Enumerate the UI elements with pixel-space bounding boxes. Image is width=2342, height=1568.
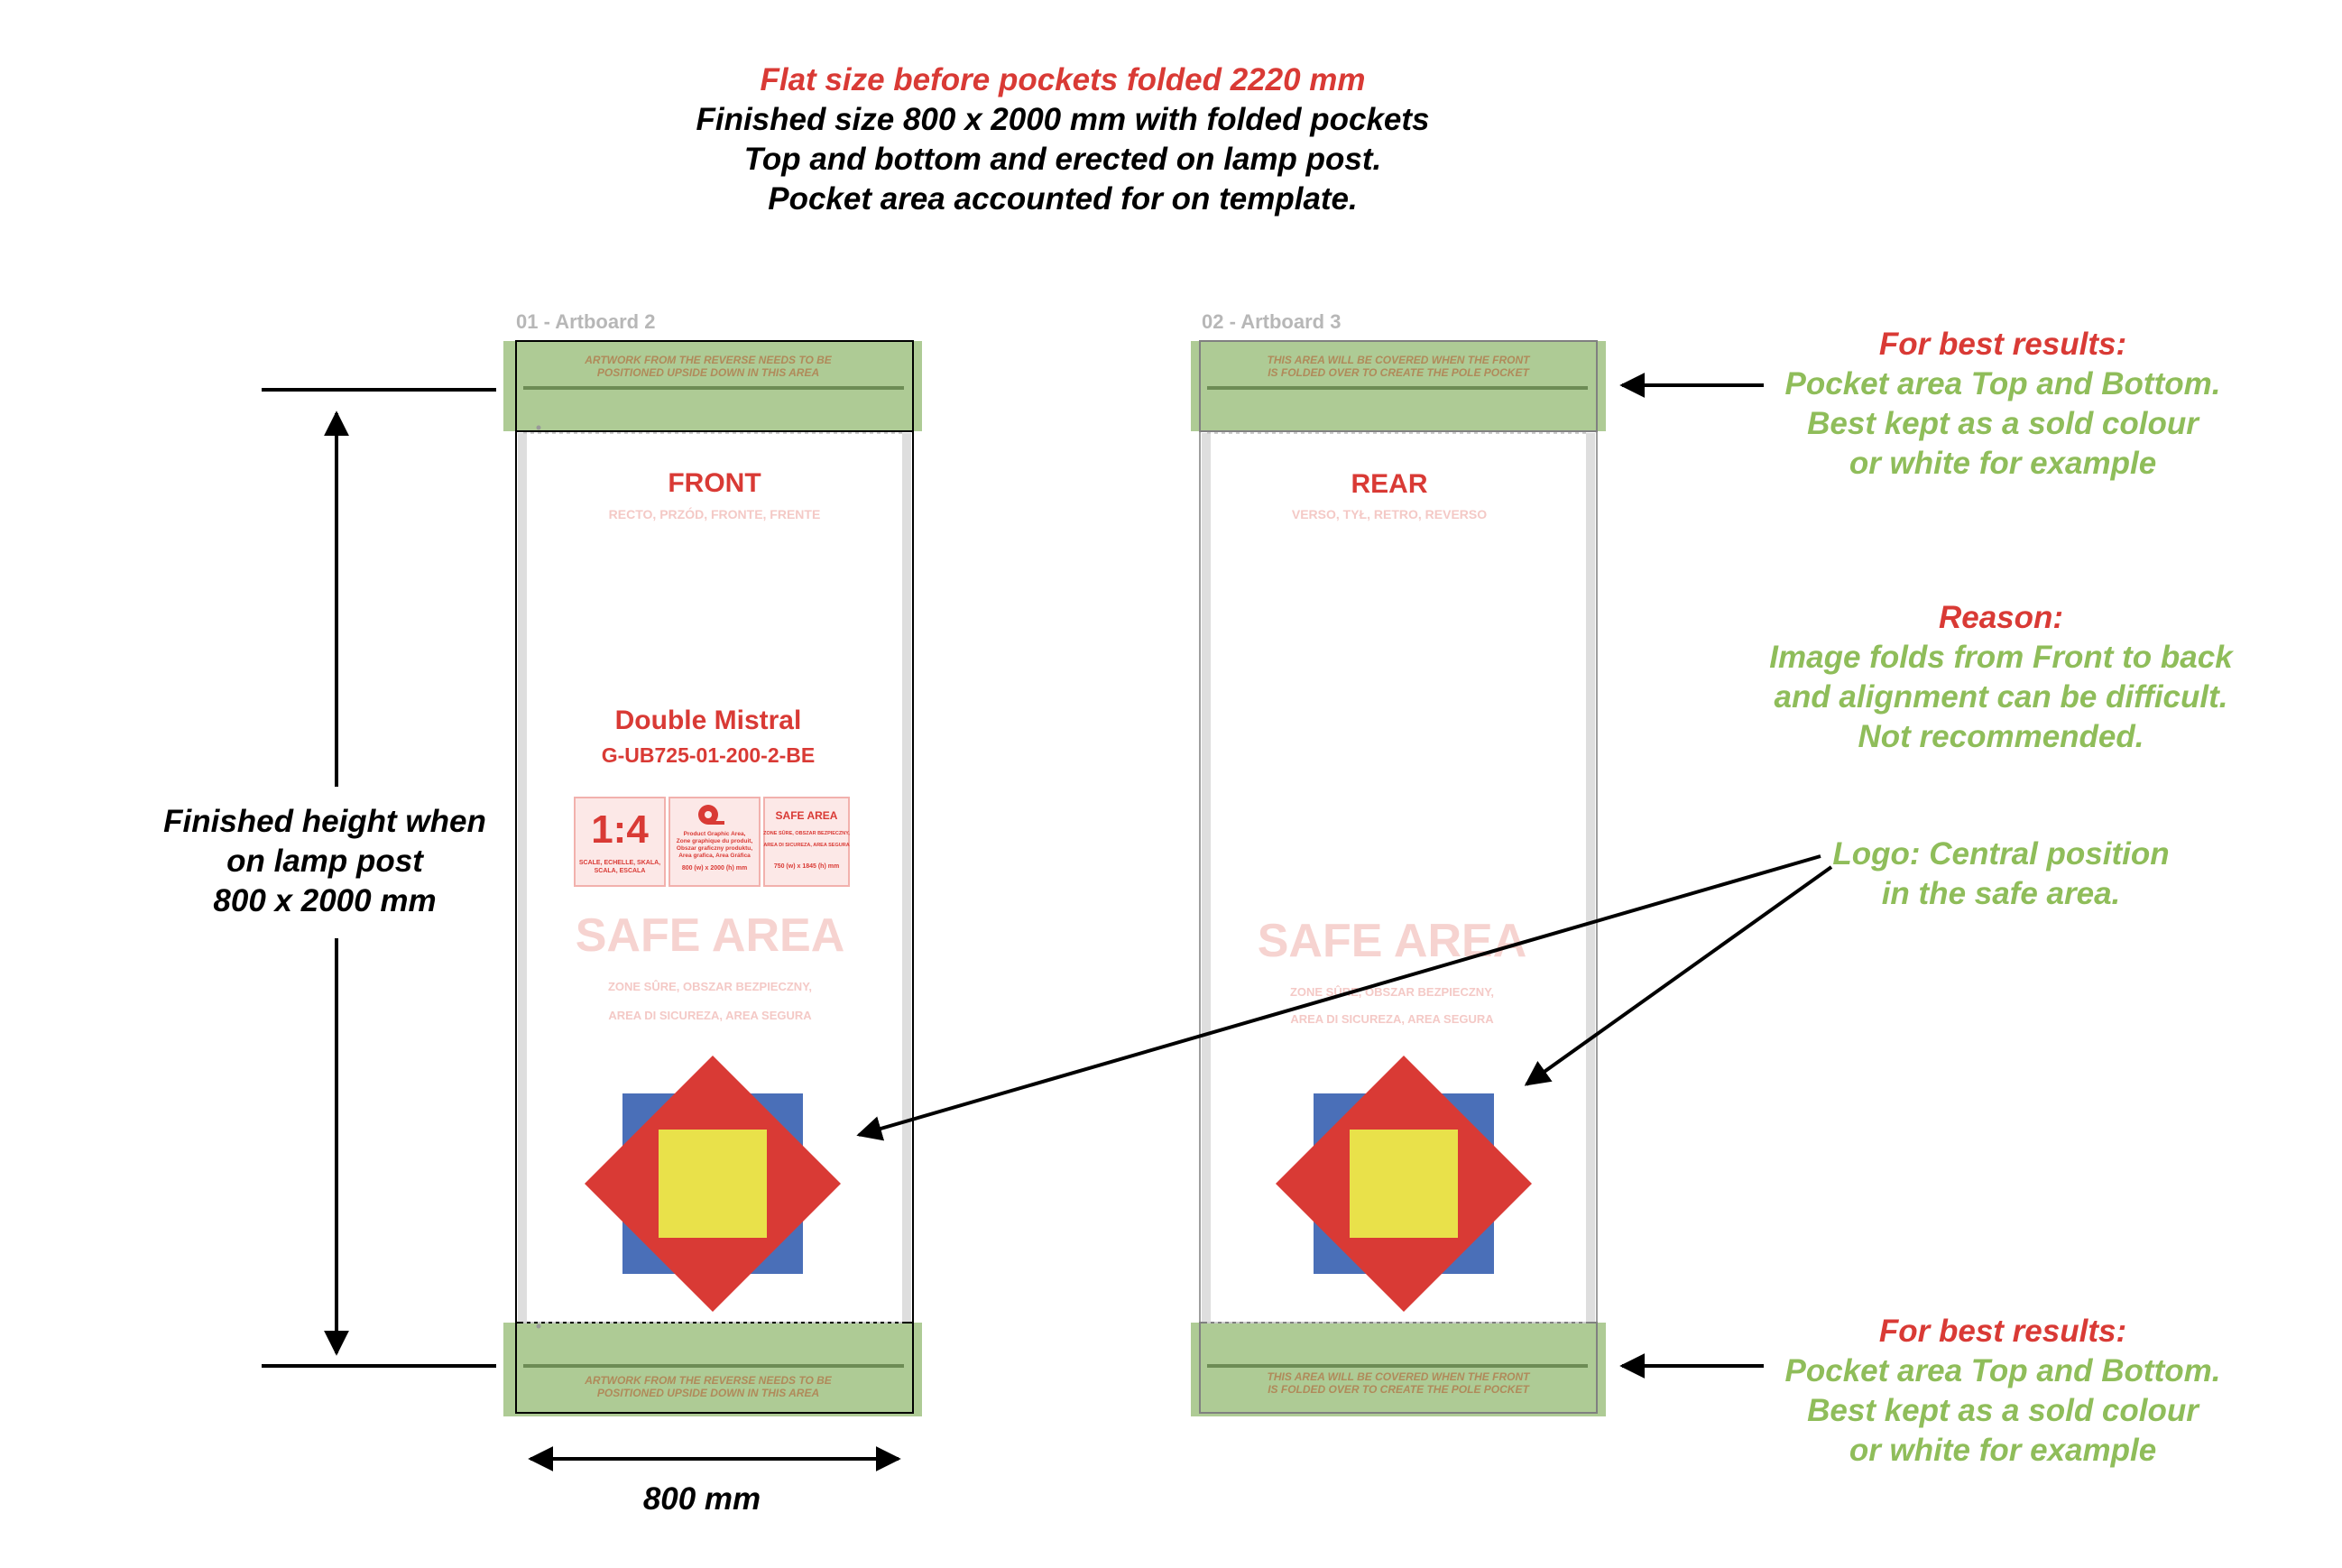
bottom-best-line-3: or white for example (1849, 1433, 2156, 1468)
front-subtitle: RECTO, PRZÓD, FRONTE, FRENTE (609, 506, 821, 521)
logo-line-2: in the safe area. (1882, 876, 2121, 911)
rear-bottom-pocket-note-1: THIS AREA WILL BE COVERED WHEN THE FRONT (1268, 1370, 1532, 1383)
header-flat-size: Flat size before pockets folded 2220 mm (760, 62, 1365, 97)
safe-box-text-2: AREA DI SICUREZA, AREA SEGURA (763, 843, 849, 848)
safe-box-size: 750 (w) x 1845 (h) mm (774, 863, 839, 870)
top-best-results-note: For best results: Pocket area Top and Bo… (1785, 327, 2221, 481)
height-label-1: Finished height when (163, 804, 486, 839)
scale-text-1: SCALE, ECHELLE, SKALA, (579, 860, 660, 866)
front-safe-area-sub-1: ZONE SÛRE, OBSZAR BEZPIECZNY, (608, 980, 812, 993)
width-dimension: 800 mm (528, 1446, 901, 1517)
bottom-best-line-2: Best kept as a sold colour (1807, 1393, 2200, 1428)
front-logo-yellow-square (659, 1130, 767, 1238)
product-name: Double Mistral (615, 706, 802, 735)
rear-safe-area: SAFE AREA (1258, 915, 1527, 967)
height-label-3: 800 x 2000 mm (213, 883, 436, 918)
safe-box-text-1: ZONE SÛRE, OBSZAR BEZPIECZNY, (763, 830, 850, 836)
rear-bleed-left (1202, 433, 1211, 1324)
top-best-line-3: or white for example (1849, 446, 2156, 481)
front-bottom-pocket-note-2: POSITIONED UPSIDE DOWN IN THIS AREA (597, 1387, 819, 1399)
rear-subtitle: VERSO, TYŁ, RETRO, REVERSO (1292, 507, 1487, 521)
front-logo-pointer-arrow (856, 854, 1821, 1141)
front-artboard: ARTWORK FROM THE REVERSE NEEDS TO BE POS… (503, 340, 922, 1416)
safe-box-title: SAFE AREA (776, 809, 838, 822)
front-top-pocket-note-2: POSITIONED UPSIDE DOWN IN THIS AREA (597, 366, 819, 379)
width-label: 800 mm (643, 1481, 761, 1517)
graphic-text-3: Obszar graficzny produktu, (677, 845, 752, 852)
rear-artboard: THIS AREA WILL BE COVERED WHEN THE FRONT… (1191, 340, 1606, 1416)
reason-line-2: and alignment can be difficult. (1774, 679, 2227, 715)
logo-line-1: Logo: Central position (1832, 836, 2169, 872)
reason-line-1: Image folds from Front to back (1769, 640, 2234, 675)
front-registration-mark-top (536, 425, 541, 430)
front-bleed-right (902, 433, 911, 1324)
reason-line-3: Not recommended. (1858, 719, 2144, 754)
graphic-text-4: Area grafica, Area Gráfica (678, 853, 751, 859)
scale-text-2: SCALA, ESCALA (595, 868, 646, 874)
rear-top-pocket-frame (1199, 340, 1598, 432)
graphic-size: 800 (w) x 2000 (h) mm (682, 865, 747, 872)
rear-bottom-pocket-note-2: IS FOLDED OVER TO CREATE THE POLE POCKET (1268, 1383, 1530, 1396)
header-finished-size: Finished size 800 x 2000 mm with folded … (696, 102, 1429, 137)
rear-safe-area-sub-1: ZONE SÛRE, OBSZAR BEZPIECZNY, (1290, 985, 1494, 999)
rear-top-pocket-note-1: THIS AREA WILL BE COVERED WHEN THE FRONT (1268, 354, 1532, 366)
logo-note: Logo: Central position in the safe area. (1832, 836, 2169, 911)
front-registration-mark-bottom (536, 1324, 541, 1329)
scale-value: 1:4 (591, 807, 649, 852)
top-best-line-1: Pocket area Top and Bottom. (1785, 366, 2221, 401)
bottom-best-line-1: Pocket area Top and Bottom. (1785, 1353, 2221, 1388)
graphic-text-1: Product Graphic Area, (684, 831, 746, 837)
rear-bottom-pocket (1191, 1323, 1606, 1416)
front-logo (585, 1056, 841, 1312)
scale-box: 1:4 SCALE, ECHELLE, SKALA, SCALA, ESCALA (574, 797, 666, 887)
front-top-pocket-note-1: ARTWORK FROM THE REVERSE NEEDS TO BE (584, 354, 833, 366)
reason-title: Reason: (1939, 600, 2063, 635)
height-dimension: Finished height when on lamp post 800 x … (163, 388, 496, 1368)
graphic-text-2: Zone graphique du produit, (677, 838, 753, 844)
top-best-title: For best results: (1879, 327, 2126, 362)
front-artboard-label: 01 - Artboard 2 (516, 310, 655, 333)
front-bleed-left (518, 433, 527, 1324)
rear-bleed-right (1586, 433, 1595, 1324)
tape-measure-icon (698, 805, 724, 825)
header-pocket-area: Pocket area accounted for on template. (768, 181, 1358, 217)
graphic-area-box: Product Graphic Area, Zone graphique du … (668, 797, 761, 887)
header-top-bottom: Top and bottom and erected on lamp post. (744, 142, 1382, 177)
rear-logo-pointer-arrow (1524, 865, 1833, 1086)
product-code: G-UB725-01-200-2-BE (602, 743, 815, 767)
rear-title: REAR (1351, 469, 1427, 499)
safe-area-box: SAFE AREA ZONE SÛRE, OBSZAR BEZPIECZNY, … (763, 797, 850, 887)
bottom-best-results-note: For best results: Pocket area Top and Bo… (1785, 1314, 2221, 1468)
header: Flat size before pockets folded 2220 mm … (696, 62, 1429, 217)
rear-artboard-label: 02 - Artboard 3 (1202, 310, 1341, 333)
front-top-pocket-frame (515, 340, 914, 432)
front-title: FRONT (668, 468, 761, 498)
front-bottom-pocket (503, 1323, 922, 1416)
rear-safe-area-sub-2: AREA DI SICUREZA, AREA SEGURA (1290, 1012, 1494, 1026)
rear-logo-yellow-square (1350, 1130, 1458, 1238)
bottom-best-title: For best results: (1879, 1314, 2126, 1349)
rear-logo (1276, 1056, 1532, 1312)
top-best-line-2: Best kept as a sold colour (1807, 406, 2200, 441)
height-label-2: on lamp post (226, 844, 424, 879)
front-safe-area-sub-2: AREA DI SICUREZA, AREA SEGURA (608, 1009, 812, 1022)
reason-note: Reason: Image folds from Front to back a… (1769, 600, 2234, 754)
front-safe-area: SAFE AREA (576, 909, 845, 962)
rear-top-pocket-note-2: IS FOLDED OVER TO CREATE THE POLE POCKET (1268, 366, 1530, 379)
front-bottom-pocket-note-1: ARTWORK FROM THE REVERSE NEEDS TO BE (584, 1374, 833, 1387)
